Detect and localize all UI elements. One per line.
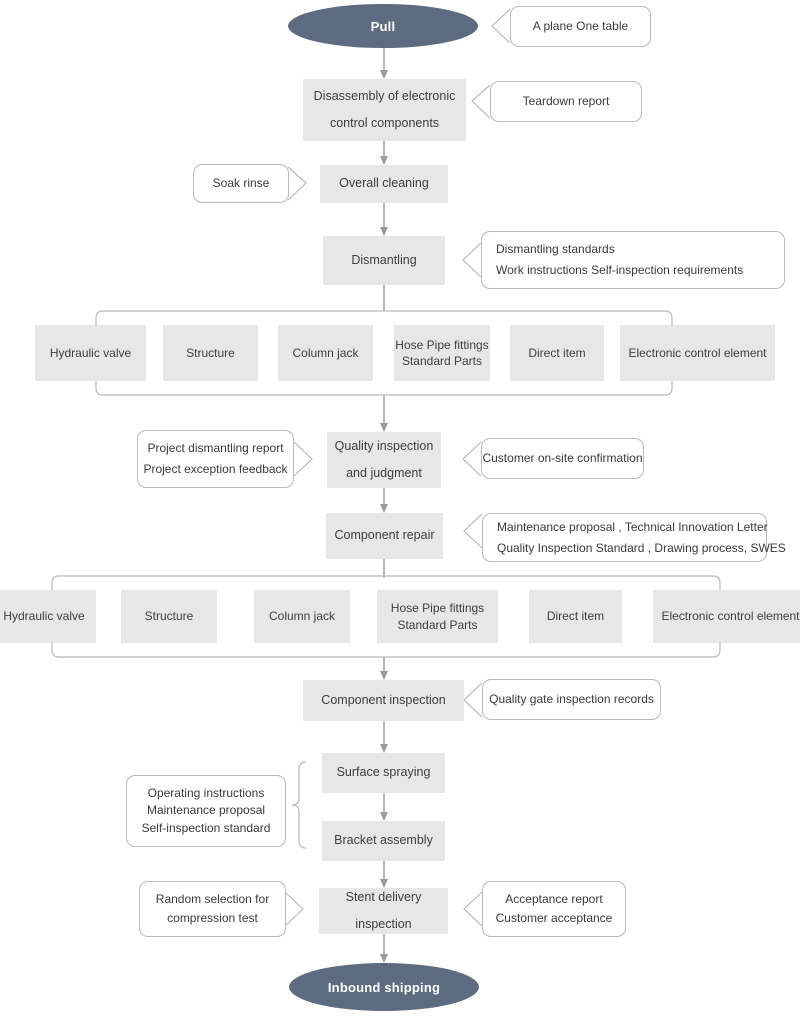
component-chip-direct-item-bottom[interactable]: Direct item — [529, 590, 622, 643]
process-bracket-assembly-label: Bracket assembly — [334, 833, 433, 848]
callout-quality-gate-records[interactable]: Quality gate inspection records — [482, 679, 661, 720]
chip-line: Column jack — [292, 345, 359, 360]
chip-line: Hydraulic valve — [3, 609, 85, 624]
chip-line: Hose Pipe fittings — [390, 601, 485, 616]
process-stent-delivery[interactable]: Stent delivery inspection — [319, 888, 448, 934]
component-chip-electronic-control-element-bottom[interactable]: Electronic control element — [653, 590, 800, 643]
end-label: Inbound shipping — [327, 979, 441, 995]
process-quality-inspection[interactable]: Quality inspection and judgment — [327, 432, 441, 488]
callout-row: Customer on-site confirmation — [482, 451, 643, 465]
callout-row: Maintenance proposal , Technical Innovat… — [497, 519, 768, 534]
callout-teardown-report[interactable]: Teardown report — [490, 81, 642, 122]
process-component-repair-label: Component repair — [334, 528, 435, 543]
callout-acceptance[interactable]: Acceptance report Customer acceptance — [482, 881, 626, 937]
callout-row: Dismantling standards — [496, 242, 615, 256]
component-chip-column-jack-bottom[interactable]: Column jack — [254, 590, 350, 643]
process-overall-cleaning-label: Overall cleaning — [339, 176, 429, 191]
callout-row: Quality Inspection Standard , Drawing pr… — [497, 540, 786, 555]
end-terminator[interactable]: Inbound shipping — [289, 963, 479, 1011]
callout-row: Teardown report — [522, 94, 610, 108]
callout-row: Quality gate inspection records — [489, 692, 654, 706]
callout-row: Project dismantling report — [147, 441, 284, 455]
process-bracket-assembly[interactable]: Bracket assembly — [322, 821, 445, 861]
callout-row: Self-inspection standard — [141, 820, 271, 835]
component-chip-electronic-control-element-top[interactable]: Electronic control element — [620, 325, 775, 381]
component-chip-hose-pipe-fittings-top[interactable]: Hose Pipe fittings Standard Parts — [394, 325, 490, 381]
callout-maintenance-docs[interactable]: Maintenance proposal , Technical Innovat… — [482, 513, 786, 562]
chip-line: Structure — [144, 609, 194, 624]
chip-line: Hose Pipe fittings — [395, 337, 489, 352]
callout-row: Random selection for — [155, 891, 270, 906]
chip-line: Standard Parts — [401, 354, 483, 368]
callout-row: A plane One table — [532, 19, 629, 33]
chip-line: Direct item — [546, 609, 605, 624]
chip-line: Electronic control element — [661, 609, 800, 624]
callout-row: Operating instructions — [147, 785, 265, 800]
start-terminator[interactable]: Pull — [288, 4, 478, 48]
chip-line: Electronic control element — [628, 345, 767, 360]
component-chip-structure-top[interactable]: Structure — [163, 325, 258, 381]
process-component-inspection-label: Component inspection — [321, 692, 446, 707]
process-disassembly-line1: Disassembly of electronic — [313, 88, 456, 103]
process-disassembly-line2: control components — [329, 115, 440, 130]
process-quality-inspection-line2: and judgment — [346, 465, 422, 480]
callout-customer-onsite-confirmation[interactable]: Customer on-site confirmation — [481, 438, 644, 479]
callout-row: Soak rinse — [212, 176, 270, 190]
callout-operating-instructions[interactable]: Operating instructions Maintenance propo… — [126, 775, 286, 847]
component-chip-structure-bottom[interactable]: Structure — [121, 590, 217, 643]
process-disassembly[interactable]: Disassembly of electronic control compon… — [303, 79, 466, 141]
process-component-repair[interactable]: Component repair — [326, 513, 443, 559]
chip-line: Structure — [186, 345, 235, 360]
callout-random-selection[interactable]: Random selection for compression test — [139, 881, 286, 937]
callout-a-plane-one-table[interactable]: A plane One table — [510, 6, 651, 47]
process-dismantling[interactable]: Dismantling — [323, 236, 445, 285]
process-surface-spraying[interactable]: Surface spraying — [322, 753, 445, 793]
component-chip-hose-pipe-fittings-bottom[interactable]: Hose Pipe fittings Standard Parts — [377, 590, 498, 643]
process-surface-spraying-label: Surface spraying — [336, 765, 431, 780]
callout-row: Maintenance proposal — [146, 803, 266, 818]
callout-row: Project exception feedback — [143, 462, 288, 476]
start-label: Pull — [370, 18, 396, 34]
process-dismantling-label: Dismantling — [351, 252, 417, 267]
process-overall-cleaning[interactable]: Overall cleaning — [320, 165, 448, 203]
callout-row: Work instructions Self-inspection requir… — [496, 263, 744, 277]
chip-line: Standard Parts — [397, 617, 478, 632]
callout-soak-rinse[interactable]: Soak rinse — [193, 164, 289, 203]
callout-project-reports[interactable]: Project dismantling report Project excep… — [137, 430, 294, 488]
chip-line: Hydraulic valve — [49, 345, 132, 360]
chip-line: Direct item — [528, 345, 586, 360]
process-component-inspection[interactable]: Component inspection — [303, 680, 464, 721]
component-chip-hydraulic-valve-bottom[interactable]: Hydraulic valve — [0, 590, 96, 643]
callout-row: Customer acceptance — [495, 911, 613, 925]
callout-dismantling-standards[interactable]: Dismantling standards Work instructions … — [481, 231, 785, 289]
callout-row: compression test — [167, 911, 258, 925]
component-chip-direct-item-top[interactable]: Direct item — [510, 325, 604, 381]
process-stent-delivery-line1: Stent delivery — [345, 889, 422, 904]
process-quality-inspection-line1: Quality inspection — [334, 438, 434, 453]
component-chip-hydraulic-valve-top[interactable]: Hydraulic valve — [35, 325, 146, 381]
process-stent-delivery-line2: inspection — [355, 916, 412, 931]
callout-row: Acceptance report — [505, 891, 603, 906]
chip-line: Column jack — [268, 609, 336, 624]
component-chip-column-jack-top[interactable]: Column jack — [278, 325, 373, 381]
